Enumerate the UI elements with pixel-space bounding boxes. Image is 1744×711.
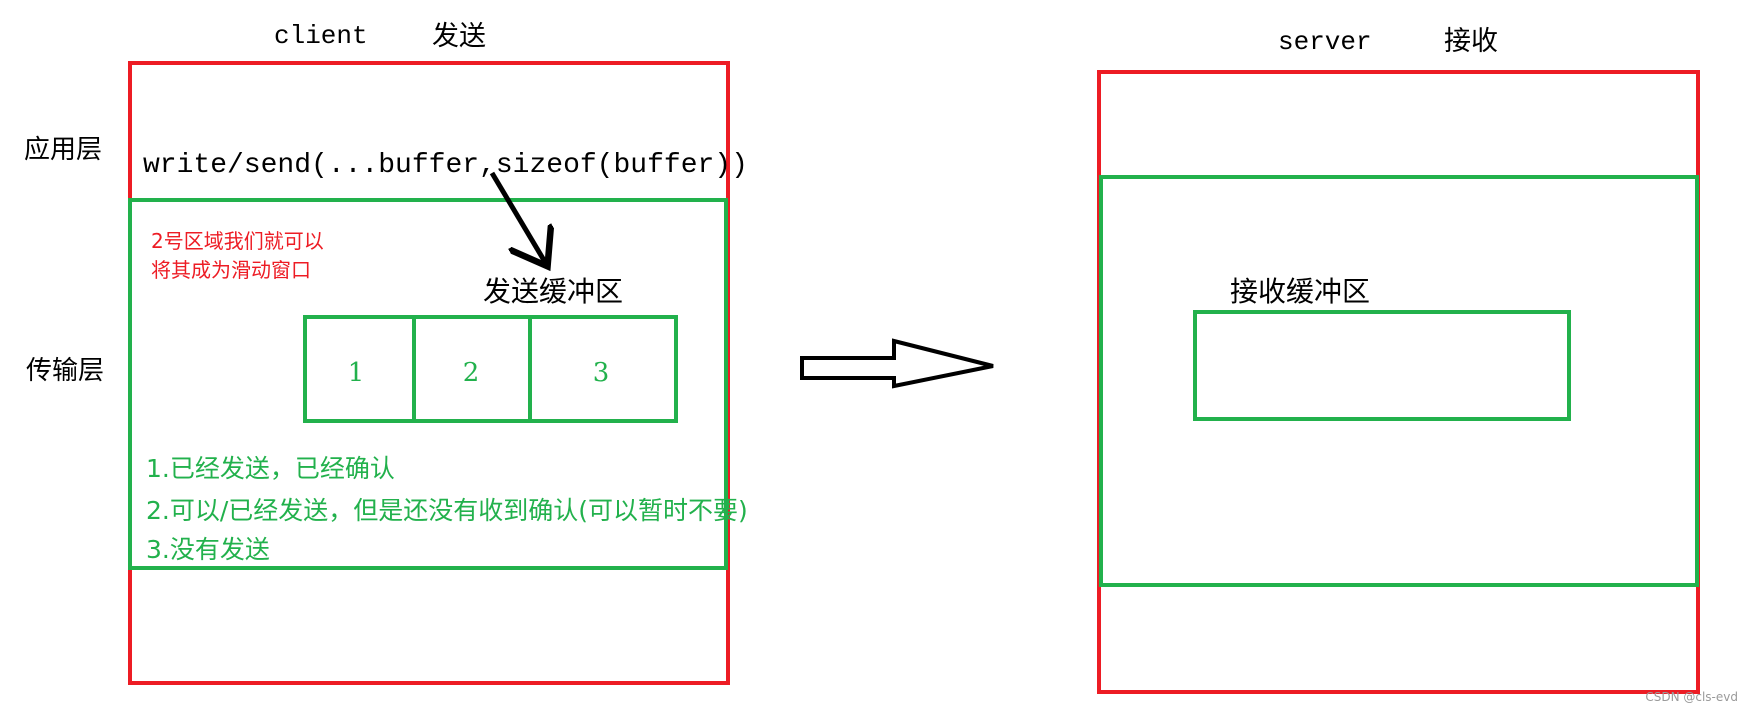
client-title: client	[274, 21, 368, 51]
application-layer-label: 应用层	[24, 135, 102, 165]
buffer-cell-2: 2	[463, 358, 480, 388]
receive-buffer-box	[1193, 310, 1571, 421]
buffer-cell-3: 3	[593, 358, 610, 388]
legend-item-3: 3.没有发送	[146, 535, 270, 564]
legend-item-1: 1.已经发送，已经确认	[146, 454, 395, 483]
send-buffer-box	[303, 315, 678, 423]
client-transport-box	[128, 198, 728, 570]
receive-buffer-label: 接收缓冲区	[1230, 275, 1370, 308]
watermark: CSDN @cls-evd	[1645, 690, 1738, 704]
transport-layer-label: 传输层	[26, 356, 104, 386]
legend-item-2: 2.可以/已经发送，但是还没有收到确认(可以暂时不要)	[146, 496, 748, 525]
client-title-cn: 发送	[432, 21, 486, 52]
transfer-arrow-icon	[800, 338, 994, 389]
buffer-cell-1: 1	[348, 358, 365, 388]
server-transport-box	[1099, 175, 1699, 587]
server-title: server	[1278, 27, 1372, 57]
server-title-cn: 接收	[1444, 26, 1498, 57]
send-buffer-label: 发送缓冲区	[483, 275, 623, 308]
arrow-to-send-buffer	[489, 171, 545, 262]
write-send-call: write/send(...buffer,sizeof(buffer))	[143, 150, 748, 181]
sliding-window-note-line2: 将其成为滑动窗口	[151, 258, 311, 282]
server-host-box	[1097, 70, 1700, 694]
sliding-window-note-line1: 2号区域我们就可以	[151, 229, 324, 253]
